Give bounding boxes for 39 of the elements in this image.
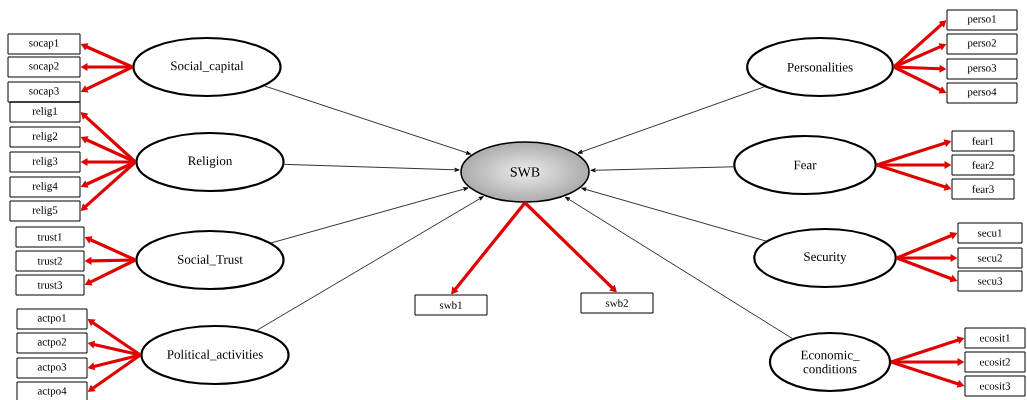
indicator-box: perso4 bbox=[946, 82, 1018, 104]
indicator-box: ecosit1 bbox=[964, 327, 1026, 349]
indicator-box: perso2 bbox=[946, 33, 1018, 55]
indicator-box: relig5 bbox=[9, 200, 81, 222]
indicator-box: actpo2 bbox=[16, 332, 88, 354]
indicator-box: secu1 bbox=[957, 222, 1023, 244]
indicator-box: actpo3 bbox=[16, 357, 88, 379]
indicator-box: actpo1 bbox=[16, 308, 88, 330]
indicator-box: socap3 bbox=[7, 81, 81, 103]
path-arrow bbox=[270, 187, 469, 244]
path-arrow bbox=[284, 163, 460, 172]
indicator-box: socap1 bbox=[7, 33, 81, 55]
indicator-box: actpo4 bbox=[16, 381, 88, 400]
indicator-box: relig4 bbox=[9, 176, 81, 198]
path-arrow bbox=[264, 85, 472, 155]
loading-arrow bbox=[523, 201, 617, 293]
indicator-box: fear3 bbox=[951, 178, 1015, 200]
indicator-box: relig3 bbox=[9, 151, 81, 173]
indicator-box: ecosit2 bbox=[964, 351, 1026, 373]
indicator-box: relig1 bbox=[9, 101, 81, 123]
indicator-box: trust1 bbox=[15, 226, 85, 248]
indicator-box: ecosit3 bbox=[964, 375, 1026, 397]
indicator-box: secu3 bbox=[957, 270, 1023, 292]
path-arrow bbox=[590, 166, 734, 173]
path-arrow bbox=[581, 187, 767, 242]
path-arrow bbox=[577, 86, 765, 154]
indicator-box: fear1 bbox=[951, 130, 1015, 152]
indicator-box: trust3 bbox=[15, 274, 85, 296]
indicator-box: secu2 bbox=[957, 247, 1023, 269]
indicator-box: swb2 bbox=[580, 292, 654, 314]
path-arrow bbox=[564, 196, 793, 339]
path-arrow bbox=[256, 196, 484, 331]
indicator-box: perso3 bbox=[946, 58, 1018, 80]
indicator-box: relig2 bbox=[9, 126, 81, 148]
indicator-box: swb1 bbox=[414, 294, 488, 316]
indicator-box: trust2 bbox=[15, 250, 85, 272]
indicator-box: perso1 bbox=[946, 9, 1018, 31]
indicator-box: fear2 bbox=[951, 154, 1015, 176]
indicator-box: socap2 bbox=[7, 56, 81, 78]
